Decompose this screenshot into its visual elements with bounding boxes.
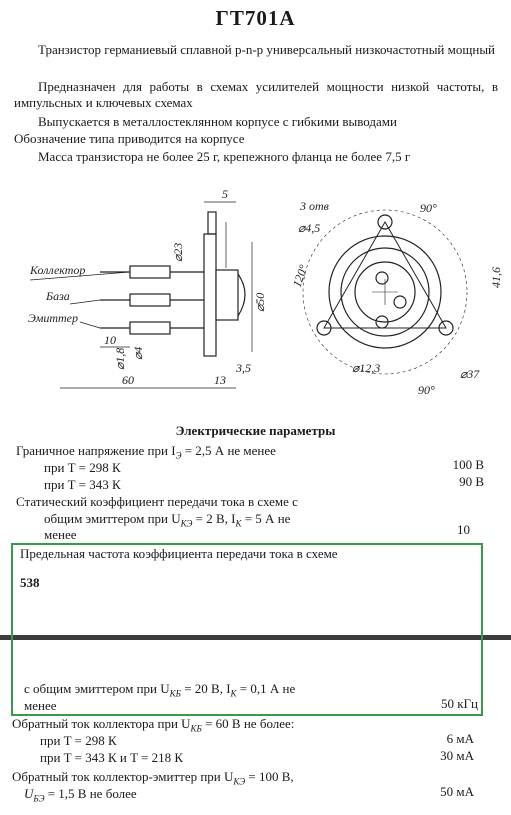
param-1-row-1-label: при T = 298 К (44, 460, 121, 475)
param-4-row-2-label: при T = 343 К и T = 218 К (40, 750, 184, 765)
angle-90-top: 90° (420, 201, 437, 215)
dim-d50: ⌀50 (253, 293, 267, 312)
param-4-row-1-label: при T = 298 К (40, 733, 117, 748)
leader-dots (160, 733, 422, 745)
section-title: Электрические параметры (175, 423, 336, 438)
page-title: ГТ701А (215, 6, 296, 30)
label-collector: Коллектор (29, 263, 85, 277)
dim-10: 10 (104, 333, 116, 347)
intro-paragraph-1: Транзистор германиевый сплавной p-n-p ун… (38, 42, 496, 57)
intro-paragraph-3: Выпускается в металлостеклянном корпусе … (38, 114, 397, 129)
param-5-line-2: UБЭ = 1,5 В не более (24, 786, 137, 804)
param-1-row-2-value: 90 В (459, 474, 484, 489)
dim-13: 13 (214, 373, 226, 387)
label-base: База (45, 289, 70, 303)
label-emitter: Эмиттер (28, 311, 78, 325)
dim-d18: ⌀1,8 (113, 348, 127, 370)
dim-d45: ⌀4,5 (298, 221, 320, 235)
param-5-line-1: Обратный ток коллектор-эмиттер при UКЭ =… (12, 769, 294, 787)
dim-35: 3,5 (235, 361, 251, 375)
leader-dots (70, 698, 415, 710)
param-1-row-2-label: при T = 343 К (44, 477, 121, 492)
dim-d37: ⌀37 (460, 367, 480, 381)
dim-top: 5 (222, 187, 228, 201)
param-1-row-1-value: 100 В (452, 457, 484, 472)
leader-dots (200, 786, 422, 798)
param-3-value: 50 кГц (440, 696, 478, 711)
dim-d23: ⌀23 (171, 243, 185, 262)
transistor-drawing: 5 ⌀23 ⌀50 Коллектор База Эмиттер 10 ⌀1,8… (28, 187, 503, 397)
param-1-heading: Граничное напряжение при IЭ = 2,5 А не м… (16, 443, 276, 461)
param-3-line-3: менее (24, 698, 57, 713)
angle-90-bottom: 90° (418, 383, 435, 397)
page-number: 538 (20, 575, 40, 590)
param-4-row-2-value: 30 мА (440, 748, 474, 763)
highlight-box (11, 543, 483, 716)
param-3-line-1: Предельная частота коэффициента передачи… (20, 546, 338, 561)
param-4-row-1-value: 6 мА (446, 731, 474, 746)
angle-120: 120° (290, 263, 311, 289)
param-2-line-2: общим эмиттером при UКЭ = 2 В, IК = 5 А … (44, 511, 291, 529)
leader-dots (172, 477, 422, 489)
dim-416: 41,6 (489, 267, 503, 288)
param-2-value: 10 (457, 522, 470, 537)
label-holes: 3 отв (299, 199, 329, 213)
page-divider (0, 635, 511, 640)
param-3-line-2: с общим эмиттером при UКБ = 20 В, IК = 0… (24, 681, 296, 699)
intro-paragraph-5: Масса транзистора не более 25 г, крепежн… (38, 149, 411, 164)
leader-dots (172, 460, 422, 472)
param-2-line-1: Статический коэффициент передачи тока в … (16, 494, 298, 509)
intro-paragraph-2: Предназначен для работы в схемах усилите… (14, 79, 498, 110)
param-4-heading: Обратный ток коллектора при UКБ = 60 В н… (12, 716, 295, 734)
side-view (29, 201, 253, 389)
param-5-value: 50 мА (440, 784, 474, 799)
dim-d4: ⌀4 (131, 347, 145, 360)
leader-dots (246, 750, 422, 762)
front-view (302, 209, 468, 375)
dim-d123: ⌀12,3 (352, 361, 380, 375)
intro-paragraph-4: Обозначение типа приводится на корпусе (14, 131, 245, 146)
dim-60: 60 (122, 373, 134, 387)
param-2-line-3: менее (44, 527, 77, 542)
